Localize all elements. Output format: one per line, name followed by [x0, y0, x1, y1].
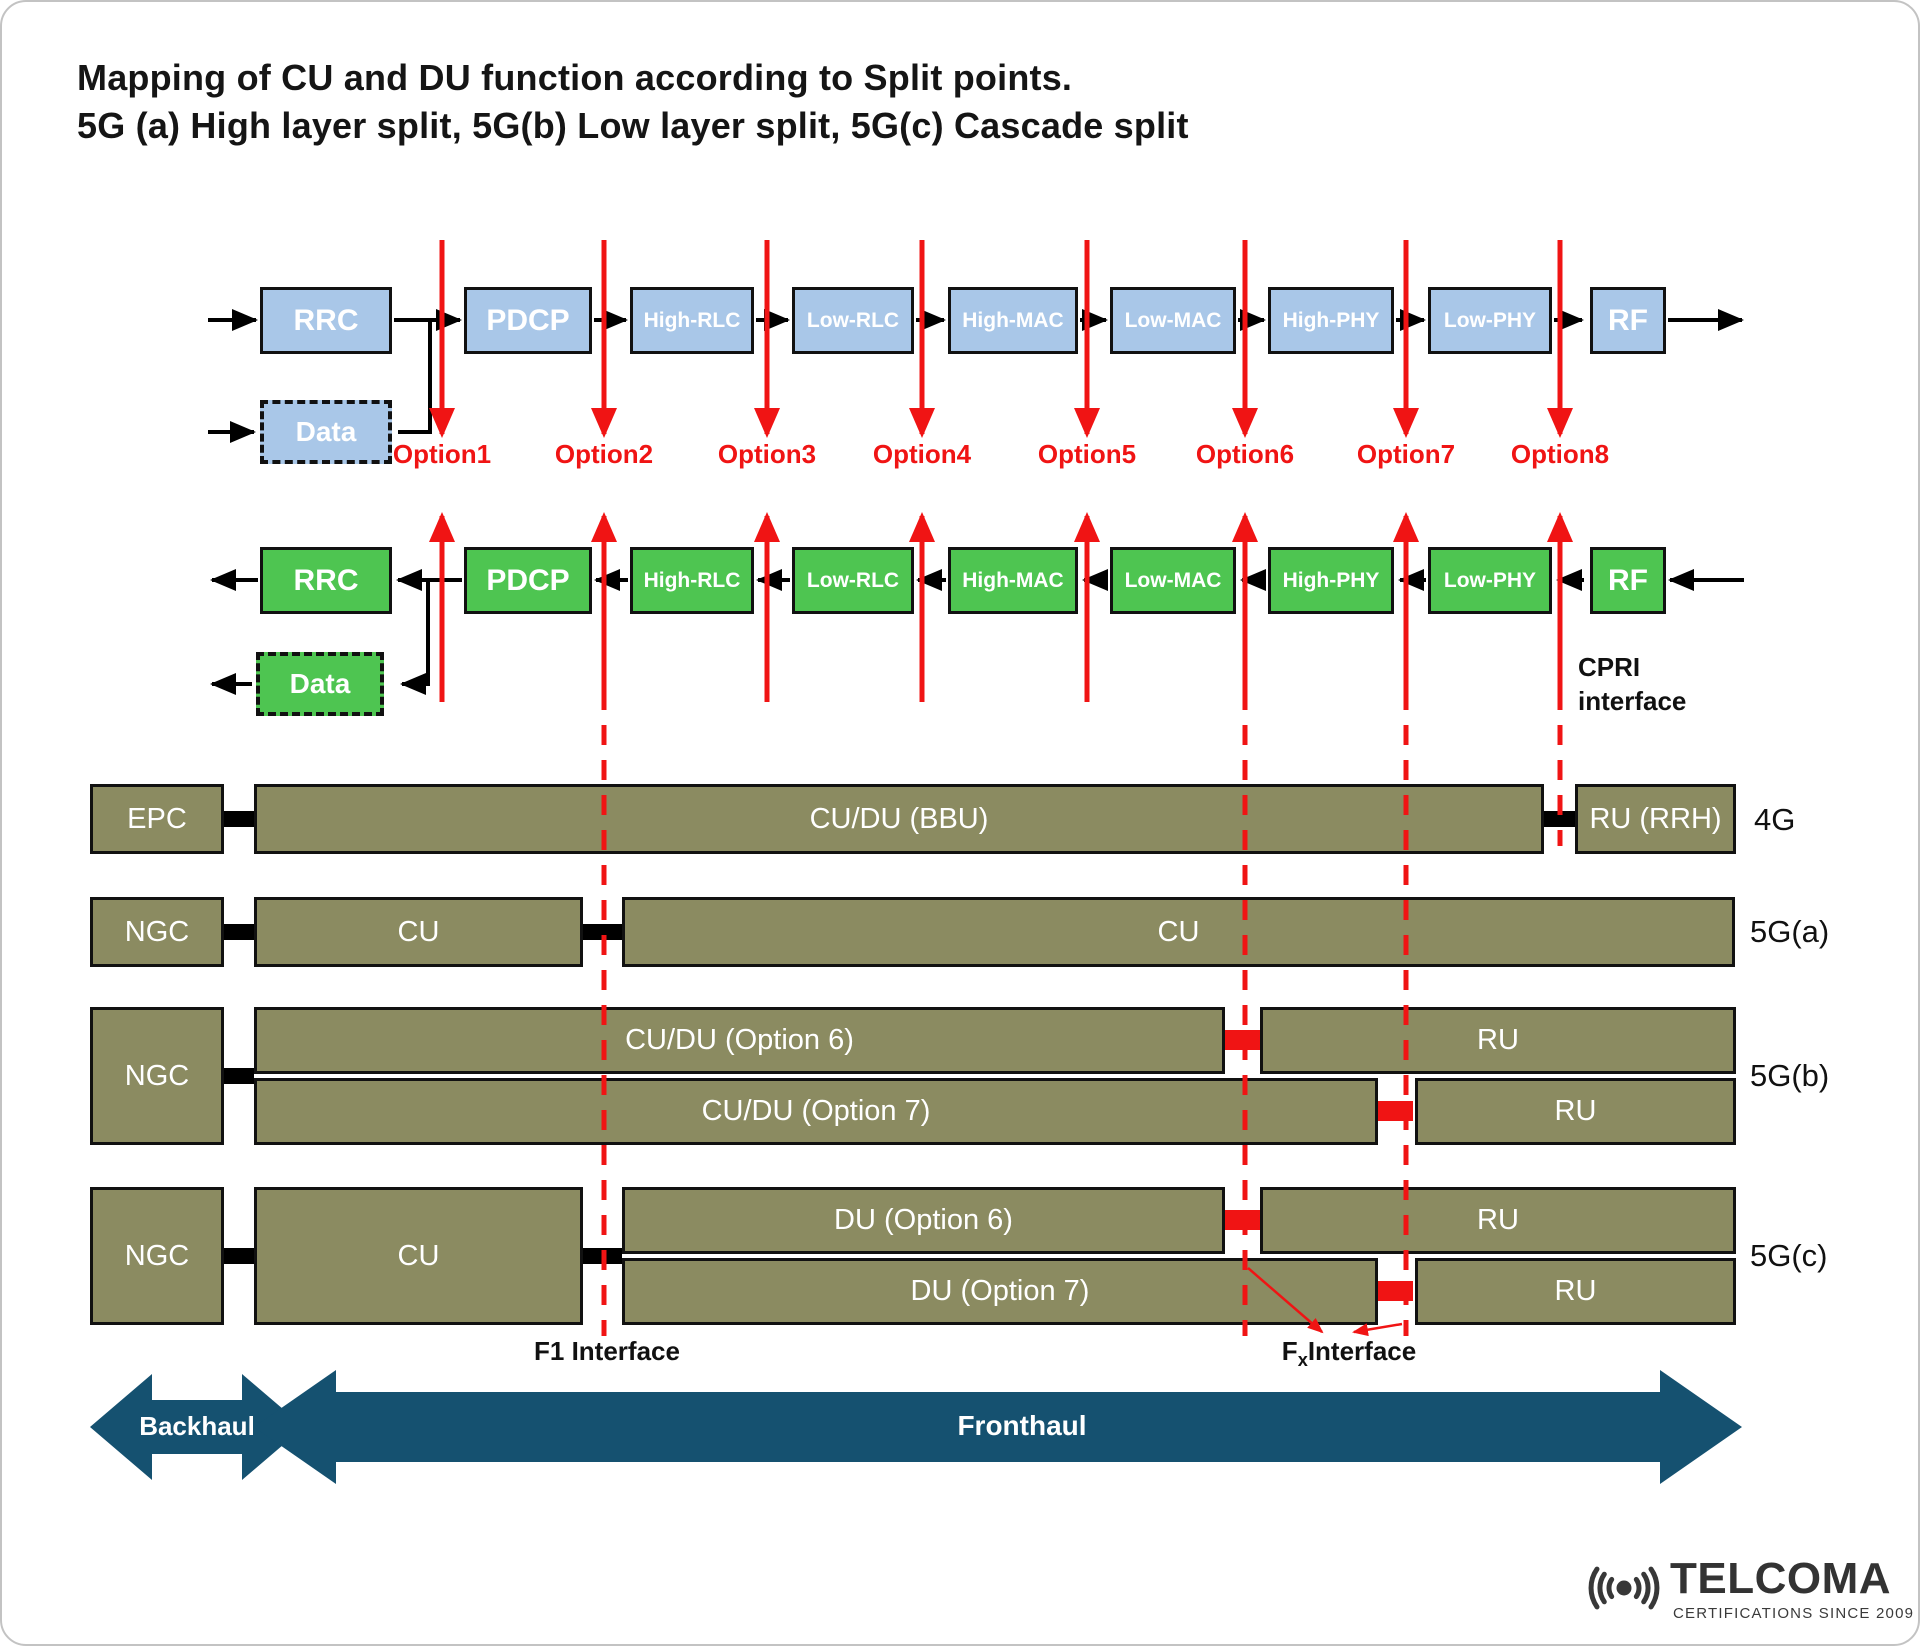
bar-4g-ru-rrh: RU (RRH)	[1575, 784, 1736, 854]
downlink-box-low-phy: Low-PHY	[1428, 287, 1552, 354]
fx-connector-5gb-opt7	[1378, 1101, 1413, 1121]
logo-icon-arc-l3	[1588, 1566, 1600, 1610]
bar-5gb-ru-bottom: RU	[1415, 1078, 1736, 1145]
downlink-data-box: Data	[260, 400, 392, 464]
cpri-interface-label: CPRI interface	[1578, 650, 1686, 718]
connector-4g-core	[224, 811, 254, 827]
row-label-5ga: 5G(a)	[1750, 914, 1830, 949]
fx-f: F	[1281, 1336, 1298, 1366]
fx-rest: Interface	[1307, 1336, 1417, 1366]
bar-5gc-ru-bottom: RU	[1415, 1258, 1736, 1325]
connector-5ga-core	[224, 924, 254, 940]
option1-label: Option1	[392, 439, 492, 469]
downlink-box-rrc: RRC	[260, 287, 392, 354]
downlink-box-low-mac: Low-MAC	[1110, 287, 1236, 354]
bar-5gc-ngc: NGC	[90, 1187, 224, 1325]
option6-label: Option6	[1195, 439, 1295, 469]
logo-icon-arc-r1	[1633, 1576, 1642, 1600]
uplink-box-pdcp: PDCP	[464, 547, 592, 614]
logo-tagline: CERTIFICATIONS SINCE 2009	[1673, 1605, 1915, 1622]
downlink-box-high-phy: High-PHY	[1268, 287, 1394, 354]
title-line-2: 5G (a) High layer split, 5G(b) Low layer…	[77, 105, 1189, 146]
uplink-box-rf: RF	[1590, 547, 1666, 614]
haul-arrows	[90, 1370, 1742, 1484]
row-label-4g: 4G	[1754, 802, 1796, 837]
title-line-1: Mapping of CU and DU function according …	[77, 57, 1073, 98]
cpri-line-2: interface	[1578, 686, 1687, 716]
logo-icon-arc-l2	[1597, 1571, 1607, 1605]
bar-5gc-ru-top: RU	[1260, 1187, 1736, 1254]
logo-icon-arc-l1	[1606, 1576, 1615, 1600]
bar-4g-cudu-bbu: CU/DU (BBU)	[254, 784, 1544, 854]
logo-icon-arc-r2	[1641, 1571, 1651, 1605]
connector-5gc-core	[224, 1248, 254, 1264]
row-label-5gb: 5G(b)	[1750, 1058, 1830, 1093]
uplink-box-high-mac: High-MAC	[948, 547, 1078, 614]
uplink-data-elbow	[400, 582, 430, 695]
bar-5gc-du-opt6: DU (Option 6)	[622, 1187, 1225, 1254]
bar-5gb-cudu-opt6: CU/DU (Option 6)	[254, 1007, 1225, 1074]
downlink-data-elbow	[398, 322, 432, 434]
fx-interface-label: FxInterface	[1239, 1336, 1459, 1371]
bar-5ga-du: CU	[622, 897, 1735, 967]
page-title: Mapping of CU and DU function according …	[77, 54, 1189, 150]
option8-label: Option8	[1510, 439, 1610, 469]
logo-icon-arc-r3	[1648, 1566, 1660, 1610]
downlink-box-pdcp: PDCP	[464, 287, 592, 354]
fx-sub: x	[1297, 1350, 1308, 1371]
bar-5gc-du-opt7: DU (Option 7)	[622, 1258, 1378, 1325]
connector-5ga-f1	[583, 924, 622, 940]
uplink-data-box: Data	[256, 652, 384, 716]
connector-4g-cpri	[1544, 811, 1575, 827]
logo-radio-icon	[1588, 1566, 1660, 1610]
downlink-box-high-mac: High-MAC	[948, 287, 1078, 354]
logo-icon-dot	[1616, 1580, 1632, 1596]
cpri-line-1: CPRI	[1578, 652, 1641, 682]
bar-5gb-ngc: NGC	[90, 1007, 224, 1145]
connector-5gb-core	[224, 1068, 254, 1084]
fx-pointer-opt7	[1352, 1322, 1403, 1337]
fx-connector-5gc-opt6	[1225, 1210, 1260, 1230]
uplink-box-high-phy: High-PHY	[1268, 547, 1394, 614]
option3-label: Option3	[717, 439, 817, 469]
option4-label: Option4	[872, 439, 972, 469]
option5-label: Option5	[1037, 439, 1137, 469]
logo-brand: TELCOMA	[1670, 1554, 1892, 1603]
row-label-5gc: 5G(c)	[1750, 1238, 1828, 1273]
uplink-box-low-phy: Low-PHY	[1428, 547, 1552, 614]
option2-label: Option2	[554, 439, 654, 469]
fx-connector-5gc-opt7	[1378, 1281, 1413, 1301]
bar-5gb-ru-top: RU	[1260, 1007, 1736, 1074]
uplink-box-rrc: RRC	[260, 547, 392, 614]
downlink-box-high-rlc: High-RLC	[630, 287, 754, 354]
backhaul-label: Backhaul	[139, 1411, 255, 1441]
uplink-box-low-mac: Low-MAC	[1110, 547, 1236, 614]
fronthaul-label: Fronthaul	[957, 1410, 1087, 1441]
f1-interface-label: F1 Interface	[534, 1336, 680, 1366]
uplink-box-low-rlc: Low-RLC	[792, 547, 914, 614]
uplink-box-high-rlc: High-RLC	[630, 547, 754, 614]
bar-5ga-cu: CU	[254, 897, 583, 967]
connector-5gc-f1	[583, 1248, 622, 1264]
downlink-box-rf: RF	[1590, 287, 1666, 354]
bar-4g-epc: EPC	[90, 784, 224, 854]
option7-label: Option7	[1356, 439, 1456, 469]
bar-5gb-cudu-opt7: CU/DU (Option 7)	[254, 1078, 1378, 1145]
bar-5ga-ngc: NGC	[90, 897, 224, 967]
downlink-box-low-rlc: Low-RLC	[792, 287, 914, 354]
bar-5gc-cu: CU	[254, 1187, 583, 1325]
fx-connector-5gb-opt6	[1225, 1030, 1260, 1050]
